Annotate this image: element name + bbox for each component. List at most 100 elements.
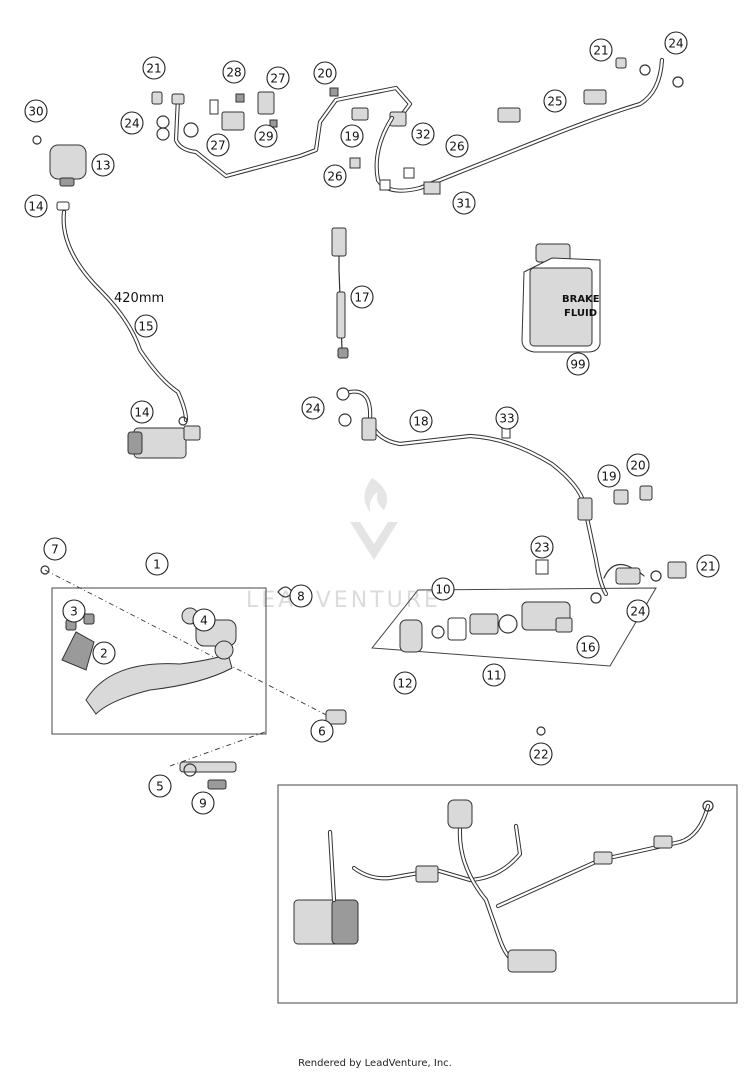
callout-31: 31: [452, 191, 476, 215]
callout-circle: [142, 56, 166, 80]
assembly-overview-inset: [277, 784, 738, 1004]
callout-circle: [393, 671, 417, 695]
callout-24: 24: [626, 599, 650, 623]
callout-circle: [350, 285, 374, 309]
callout-circle: [696, 554, 720, 578]
callout-number: 19: [344, 130, 359, 144]
callout-number: 14: [28, 200, 43, 214]
reservoir-and-hose: 420mm: [32, 135, 201, 459]
callout-circle: [530, 535, 554, 559]
callout-number: 20: [630, 459, 645, 473]
callout-circle: [191, 791, 215, 815]
front-brake-line: [336, 387, 687, 604]
brake-pedal-kit: [40, 559, 549, 790]
callout-circle: [482, 663, 506, 687]
callout-circle: [120, 111, 144, 135]
callout-number: 12: [397, 677, 412, 691]
callout-23: 23: [530, 535, 554, 559]
rear-brake-line: [349, 57, 684, 195]
callout-number: 21: [146, 62, 161, 76]
callout-circle: [24, 194, 48, 218]
hose-length-label: 420mm: [114, 291, 164, 306]
callout-27: 27: [206, 133, 230, 157]
callout-number: 2: [100, 647, 108, 661]
callout-circle: [92, 641, 116, 665]
callout-number: 26: [327, 170, 342, 184]
callout-20: 20: [626, 453, 650, 477]
callout-number: 9: [199, 797, 207, 811]
callout-circle: [289, 584, 313, 608]
callout-circle: [192, 608, 216, 632]
callout-circle: [664, 31, 688, 55]
callout-number: 24: [630, 605, 645, 619]
callout-circle: [566, 352, 590, 376]
callout-12: 12: [393, 671, 417, 695]
callout-33: 33: [495, 406, 519, 430]
callout-circle: [445, 134, 469, 158]
callout-30: 30: [24, 99, 48, 123]
callout-25: 25: [543, 89, 567, 113]
callout-number: 23: [534, 541, 549, 555]
callout-19: 19: [340, 124, 364, 148]
callout-4: 4: [192, 608, 216, 632]
callout-circle: [626, 599, 650, 623]
upper-brake-line: [151, 85, 413, 179]
callout-number: 24: [305, 402, 320, 416]
watermark-text: LEADVENTURE: [246, 588, 441, 613]
callout-circle: [62, 599, 86, 623]
callout-circle: [134, 314, 158, 338]
callout-circle: [576, 635, 600, 659]
callout-number: 3: [70, 605, 78, 619]
callout-17: 17: [350, 285, 374, 309]
callout-circle: [411, 122, 435, 146]
callout-13: 13: [91, 153, 115, 177]
callout-14: 14: [24, 194, 48, 218]
callout-circle: [323, 164, 347, 188]
callout-circle: [43, 537, 67, 561]
callout-number: 18: [413, 415, 428, 429]
callout-99: 99: [566, 352, 590, 376]
callout-number: 27: [270, 72, 285, 86]
callout-6: 6: [310, 719, 334, 743]
callout-18: 18: [409, 409, 433, 433]
callout-circle: [543, 89, 567, 113]
callout-number: 5: [156, 780, 164, 794]
callout-10: 10: [431, 577, 455, 601]
callout-number: 30: [28, 105, 43, 119]
callout-circle: [626, 453, 650, 477]
callout-number: 32: [415, 128, 430, 142]
callout-circle: [310, 719, 334, 743]
callout-11: 11: [482, 663, 506, 687]
callout-number: 21: [700, 560, 715, 574]
callout-number: 27: [210, 139, 225, 153]
callout-number: 14: [134, 406, 149, 420]
callout-circle: [589, 38, 613, 62]
callout-circle: [340, 124, 364, 148]
watermark: LEADVENTURE: [246, 478, 441, 613]
callout-circle: [24, 99, 48, 123]
footer-credit: Rendered by LeadVenture, Inc.: [298, 1058, 452, 1069]
callout-number: 99: [570, 358, 585, 372]
callout-number: 16: [580, 641, 595, 655]
callout-number: 29: [258, 130, 273, 144]
callout-circle: [222, 60, 246, 84]
callout-8: 8: [289, 584, 313, 608]
callout-7: 7: [43, 537, 67, 561]
callout-24: 24: [664, 31, 688, 55]
callout-number: 26: [449, 140, 464, 154]
callout-24: 24: [301, 396, 325, 420]
callout-number: 28: [226, 66, 241, 80]
callout-5: 5: [148, 774, 172, 798]
callout-3: 3: [62, 599, 86, 623]
callout-number: 1: [153, 558, 161, 572]
callout-number: 11: [486, 669, 501, 683]
callout-26: 26: [323, 164, 347, 188]
callout-circle: [452, 191, 476, 215]
callout-29: 29: [254, 124, 278, 148]
callout-14: 14: [130, 400, 154, 424]
callout-number: 7: [51, 543, 59, 557]
sensor-cable: [331, 227, 349, 359]
callout-32: 32: [411, 122, 435, 146]
callout-9: 9: [191, 791, 215, 815]
